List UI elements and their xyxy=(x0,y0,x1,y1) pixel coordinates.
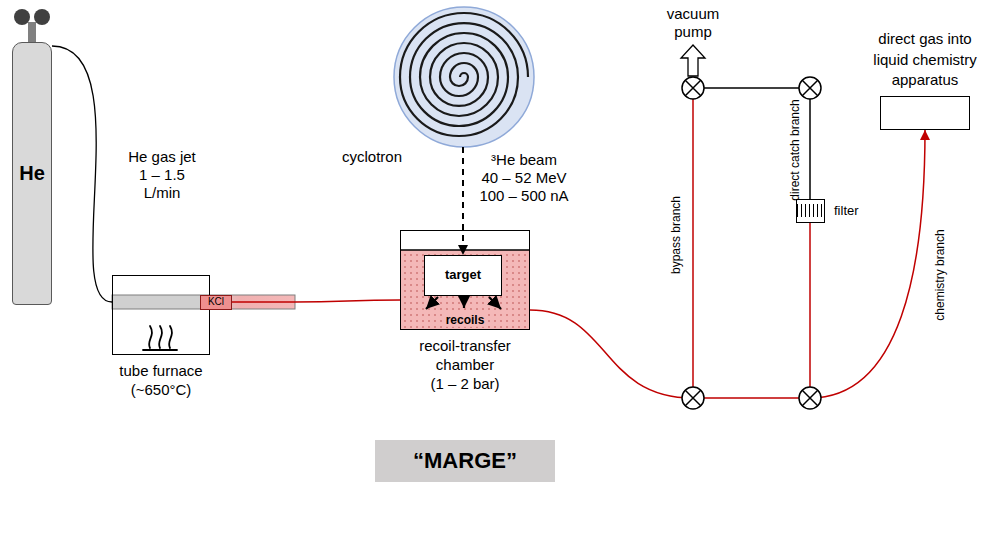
text-group: filter xyxy=(834,203,859,219)
annotation: vacuum pump xyxy=(661,5,725,41)
node-text: recoil-transfer chamber xyxy=(409,337,521,375)
annotation: 100 – 500 nA xyxy=(479,187,568,205)
target-box: target xyxy=(424,255,502,296)
text-group: “MARGE” xyxy=(375,440,555,482)
text-group: cyclotron xyxy=(342,148,402,167)
valve xyxy=(682,77,704,99)
gas-line xyxy=(530,130,925,398)
gas-line xyxy=(462,147,464,255)
pipe xyxy=(692,88,694,398)
pipe xyxy=(809,88,811,200)
chamber-lid xyxy=(400,249,530,251)
annotation: 1 – 1.5 xyxy=(139,166,185,184)
filter: filter xyxy=(796,199,825,223)
branch-label: chemistry branch xyxy=(933,227,947,322)
annotation: ³He beam xyxy=(491,151,557,169)
node-text: He xyxy=(19,161,45,186)
node-text: KCl xyxy=(208,296,224,309)
cyclotron: cyclotron xyxy=(394,7,534,147)
annotation: L/min xyxy=(144,184,181,202)
node-text: “MARGE” xyxy=(413,447,517,475)
marge-band: “MARGE” xyxy=(375,440,555,482)
text-group: He xyxy=(13,43,51,304)
cylinder-knob xyxy=(34,9,50,25)
valve xyxy=(799,77,821,99)
node-text: target xyxy=(445,267,481,283)
cylinder-stem xyxy=(28,22,36,42)
recoil-gas xyxy=(401,250,529,329)
node-text: filter xyxy=(834,203,859,219)
recoil-arrows xyxy=(426,297,501,309)
valve xyxy=(682,387,704,409)
gas-line xyxy=(210,300,400,302)
pipe xyxy=(693,87,810,89)
text-group: target xyxy=(425,256,501,295)
gas-line xyxy=(52,46,112,302)
node-text: cyclotron xyxy=(342,148,402,167)
annotation: 40 – 52 MeV xyxy=(481,169,566,187)
tube-furnace: tube furnace (~650°C)KCl xyxy=(112,275,210,355)
node-text: tube furnace (~650°C) xyxy=(109,362,214,400)
pipe xyxy=(809,222,811,398)
valve xyxy=(799,387,821,409)
text-group: KCl xyxy=(201,296,231,309)
cyclotron-spiral xyxy=(400,13,528,136)
annotation: He gas jet xyxy=(128,148,196,166)
branch-label: bypass branch xyxy=(669,196,683,274)
node-text: direct gas into liquid chemistry apparat… xyxy=(863,29,988,90)
gas-cylinder: He xyxy=(12,42,52,305)
text-group: tube furnace (~650°C) xyxy=(109,362,214,400)
heat-icon xyxy=(143,326,177,350)
annotation: recoils xyxy=(444,313,487,327)
kcl-sample: KCl xyxy=(200,295,232,310)
cyclotron-disc xyxy=(394,7,534,147)
text-group: recoil-transfer chamber(1 – 2 bar) xyxy=(409,337,521,393)
text-group: direct gas into liquid chemistry apparat… xyxy=(863,29,988,90)
branch-label: direct catch branch xyxy=(788,99,802,200)
chemistry-apparatus: direct gas into liquid chemistry apparat… xyxy=(880,96,970,130)
pump-arrow xyxy=(681,45,705,76)
cylinder-knob xyxy=(14,9,30,25)
node-text: (1 – 2 bar) xyxy=(409,375,521,394)
